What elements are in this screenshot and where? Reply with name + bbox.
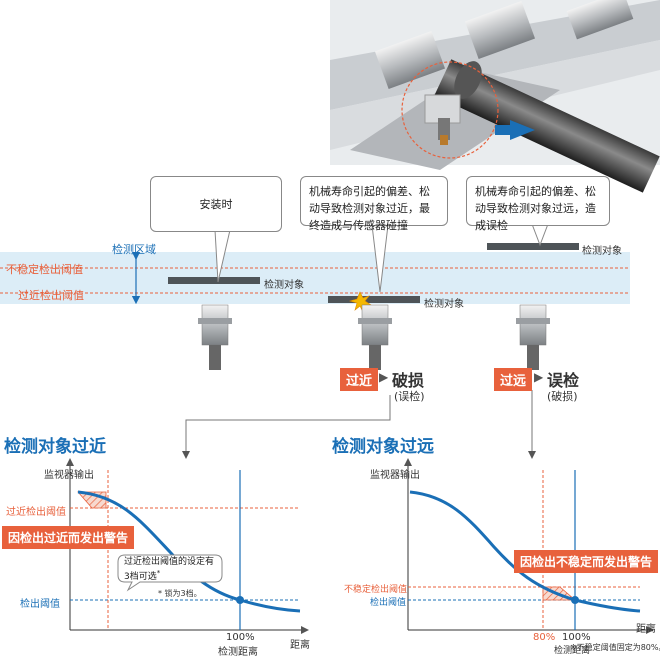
target-label: 检测对象: [264, 280, 304, 291]
target-bar-install: [168, 277, 260, 284]
chart-left-ylabel: 监视器输出: [44, 470, 94, 481]
chart-left: [66, 458, 309, 634]
bubble-too-near: 机械寿命引起的偏差、松动导致检测对象过近，最终造成与传感器碰撞: [300, 176, 448, 232]
near-result: 破损: [392, 371, 425, 390]
zone-label: 检测区域: [112, 243, 156, 256]
chart-right-detect-threshold: 检出阈值: [370, 598, 407, 608]
chart-right-ylabel: 监视器输出: [370, 470, 420, 481]
bubble-pointer: [531, 223, 549, 247]
chart-left-x-marker-label: 检测距离: [218, 647, 258, 658]
chart-right-unstable-threshold: 不稳定检出阈值: [344, 585, 408, 595]
sensor-icon: [516, 304, 550, 370]
sensor-icon: [198, 304, 232, 370]
near-result-sub: (误检): [394, 390, 425, 403]
target-label: 检测对象: [424, 299, 464, 310]
chart-right-warning: 因检出不稳定而发出警告: [514, 550, 659, 573]
chart-left-warning: 因检出过近而发出警告: [2, 526, 135, 549]
near-threshold-label: 过近检出阈值: [18, 289, 84, 302]
chart-right-x-marker: 100%: [562, 632, 591, 643]
chart-left-footnote: * 锁为3档。: [158, 589, 202, 598]
chart-right-footnote: ※不稳定阈值固定为80%。: [570, 643, 660, 652]
far-tag: 过远: [494, 368, 533, 391]
chart-right: [404, 458, 654, 634]
sensor-icon: [358, 304, 392, 370]
chart-right-heading: 检测对象过远: [332, 437, 434, 457]
machine-photo: [330, 0, 660, 193]
chart-left-detect-threshold: 检出阈值: [20, 599, 60, 610]
chart-right-x-marker-label: 检测距离: [554, 646, 591, 656]
far-result-sub: (破损): [547, 390, 578, 403]
chart-right-x-marker-80: 80%: [533, 632, 556, 643]
target-bar-far: [487, 243, 579, 250]
far-result: 误检: [547, 371, 580, 390]
bubble-too-far: 机械寿命引起的偏差、松动导致检测对象过远，造成误检: [466, 176, 610, 232]
bubble-install: 安装时: [150, 176, 282, 232]
chart-right-xlabel: 距离: [636, 624, 656, 635]
arrow-glyph: ▶: [379, 370, 389, 384]
arrow-glyph: ▶: [534, 370, 544, 384]
chart-left-heading: 检测对象过近: [4, 437, 106, 457]
near-tag: 过近: [340, 368, 379, 391]
chart-left-note: 过近检出阈值的设定有3档可选*: [124, 557, 215, 582]
target-label: 检测对象: [582, 246, 622, 257]
unstable-threshold-label: 不稳定检出阈值: [6, 263, 83, 276]
chart-left-xlabel: 距离: [290, 640, 310, 651]
target-bar-near: [328, 296, 420, 303]
chart-left-x-marker: 100%: [226, 632, 255, 643]
chart-left-near-threshold: 过近检出阈值: [6, 507, 66, 518]
detection-zone: [0, 252, 630, 304]
flow-arrow-near: [182, 395, 391, 459]
